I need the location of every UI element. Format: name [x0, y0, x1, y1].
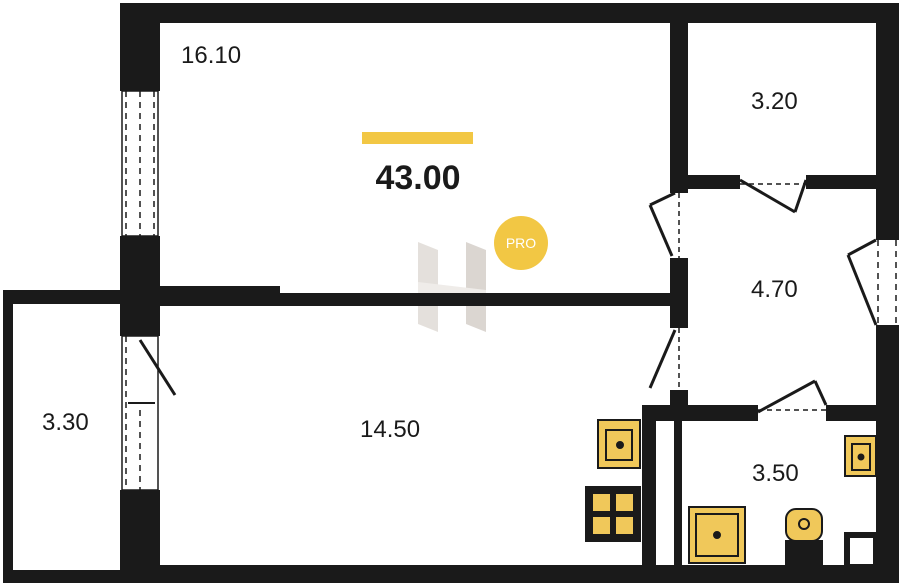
stove-icon: [585, 486, 641, 542]
room-area-bathroom: 3.50: [752, 460, 799, 487]
door-living: [648, 191, 680, 258]
pro-badge-text: PRO: [506, 235, 536, 251]
fixtures: [585, 419, 877, 566]
room-area-balcony: 3.30: [42, 409, 89, 436]
shower-tray-icon: [688, 506, 746, 564]
window-living: [121, 90, 159, 237]
door-storage: [739, 178, 808, 214]
watermark-logo-icon: [418, 242, 486, 332]
door-balcony: [128, 339, 177, 404]
total-area-accent-bar: [362, 132, 473, 144]
toilet-icon: [785, 508, 823, 566]
total-area-label: 43.00: [375, 159, 460, 197]
window-right: [877, 240, 897, 325]
walls: [3, 3, 899, 583]
door-kitchen: [648, 328, 680, 390]
window-kitchen: [121, 335, 159, 491]
door-hall-right: [846, 238, 878, 326]
windows: [121, 90, 897, 491]
room-area-storage: 3.20: [751, 88, 798, 115]
door-bathroom: [757, 379, 828, 414]
room-area-kitchen: 14.50: [360, 416, 420, 443]
room-area-living: 16.10: [181, 42, 241, 69]
doors: [128, 178, 878, 414]
bathroom-sink-icon: [844, 435, 877, 477]
kitchen-sink-icon: [597, 419, 641, 469]
room-area-hall: 4.70: [751, 276, 798, 303]
pro-badge: PRO: [494, 216, 548, 270]
